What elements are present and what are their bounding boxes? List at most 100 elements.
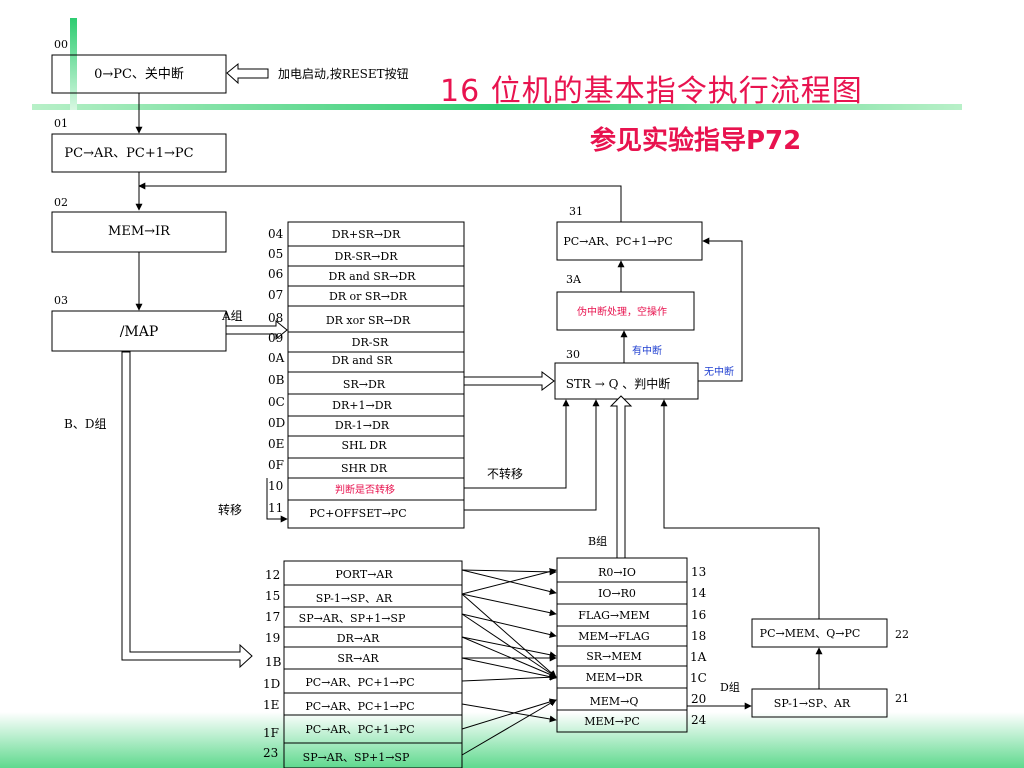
state-3a-label: 伪中断处理，空操作 xyxy=(577,305,667,318)
b-right-code: 20 xyxy=(691,692,706,706)
b-left-code: 19 xyxy=(265,631,280,645)
a-row-text: SHL DR xyxy=(341,439,387,452)
b-group-label: B组 xyxy=(588,534,607,548)
b-right-code: 18 xyxy=(691,629,706,643)
b-left-text: PORT→AR xyxy=(335,568,393,581)
a-row-code: 0A xyxy=(268,351,285,365)
state-22-label: PC→MEM、Q→PC xyxy=(760,627,861,640)
a-row-code: 11 xyxy=(268,501,283,515)
b-right-code: 1C xyxy=(690,671,707,685)
b-right-code: 1A xyxy=(690,650,707,664)
page-title: 16 位机的基本指令执行流程图 xyxy=(440,74,863,109)
b-left-code: 17 xyxy=(265,610,280,624)
bd-group-hollow-arrow xyxy=(121,351,253,669)
a-row-text: DR-SR xyxy=(352,336,389,349)
state-01-code: 01 xyxy=(54,117,68,130)
state-01-label: PC→AR、PC+1→PC xyxy=(64,146,193,161)
a-row-code: 0C xyxy=(268,395,285,409)
a-row-code: 06 xyxy=(268,267,283,281)
a-row-code: 08 xyxy=(268,311,283,325)
state-02-code: 02 xyxy=(54,196,68,209)
a-row-code: 05 xyxy=(268,247,283,261)
green-horizontal-rule xyxy=(32,104,962,110)
b-right-text: MEM→Q xyxy=(590,695,639,708)
reset-note: 加电启动,按RESET按钮 xyxy=(278,66,409,81)
a-row-text: DR and SR xyxy=(332,354,393,367)
a-row-text: DR xor SR→DR xyxy=(326,314,411,327)
d-group-label: D组 xyxy=(720,680,740,694)
b-left-code: 23 xyxy=(263,746,278,760)
b-right-code: 13 xyxy=(691,565,706,579)
jump-label: 转移 xyxy=(218,502,242,517)
b-to-30-hollow-arrow xyxy=(609,395,633,559)
b-left-text: PC→AR、PC+1→PC xyxy=(305,700,414,713)
b-left-code: 1D xyxy=(263,677,280,691)
has-interrupt-label: 有中断 xyxy=(632,344,662,357)
state-30-code: 30 xyxy=(566,348,580,361)
b-right-text: MEM→DR xyxy=(586,671,644,684)
a-row-code: 0B xyxy=(268,373,285,387)
a-row-text: SHR DR xyxy=(341,462,388,475)
b-right-text: IO→R0 xyxy=(598,587,636,600)
a-row-text: PC+OFFSET→PC xyxy=(309,507,406,520)
a-group-table xyxy=(287,221,465,529)
state-00-code: 00 xyxy=(54,38,68,51)
state-31-box xyxy=(556,221,703,261)
b-left-text: SP-1→SP、AR xyxy=(316,592,393,605)
state-3a-box xyxy=(556,291,695,331)
a-row-text: DR+SR→DR xyxy=(332,228,401,241)
b-group-left-table xyxy=(283,560,463,768)
b-left-code: 1E xyxy=(263,698,279,712)
state-3a-code: 3A xyxy=(566,273,582,286)
a-group-hollow-arrow xyxy=(225,319,288,341)
state-00-label: 0→PC、关中断 xyxy=(94,67,184,82)
b-left-code: 12 xyxy=(265,568,280,582)
b-left-text: SP→AR、SP+1→SP xyxy=(299,612,406,625)
a-to-30-hollow-arrow xyxy=(463,371,555,391)
b-right-text: MEM→PC xyxy=(584,715,640,728)
group-bd-label: B、D组 xyxy=(64,417,106,431)
a-row-text: DR and SR→DR xyxy=(329,270,417,283)
no-jump-label: 不转移 xyxy=(487,466,523,481)
reset-hollow-arrow xyxy=(226,62,269,85)
b-left-text: PC→AR、PC+1→PC xyxy=(305,723,414,736)
b-left-code: 1F xyxy=(263,726,279,740)
a-row-code: 0E xyxy=(268,437,284,451)
a-row-text-pink: 判断是否转移 xyxy=(335,483,395,496)
a-row-code: 0F xyxy=(268,458,284,472)
state-03-code: 03 xyxy=(54,294,68,307)
a-row-text: DR-SR→DR xyxy=(335,250,399,263)
a-row-text: DR+1→DR xyxy=(332,399,392,412)
green-vertical-rule xyxy=(70,18,77,110)
state-21-code: 21 xyxy=(895,692,909,705)
b-right-text: FLAG→MEM xyxy=(578,609,649,622)
b-right-code: 16 xyxy=(691,608,706,622)
b-right-code: 14 xyxy=(691,586,707,600)
b-right-text: R0→IO xyxy=(598,566,636,579)
a-row-code: 07 xyxy=(268,288,283,302)
state-02-label: MEM→IR xyxy=(108,224,171,239)
state-22-code: 22 xyxy=(895,628,909,641)
b-left-code: 1B xyxy=(265,655,282,669)
green-bottom-band xyxy=(0,712,1024,768)
a-row-code: 04 xyxy=(268,227,284,241)
state-30-label: STR → Q 、判中断 xyxy=(566,376,671,391)
no-interrupt-label: 无中断 xyxy=(704,365,734,378)
state-21-label: SP-1→SP、AR xyxy=(774,697,851,710)
b-right-text: SR→MEM xyxy=(586,650,642,663)
a-row-code: 0D xyxy=(268,416,285,430)
b-left-text: SR→AR xyxy=(337,652,379,665)
b-right-text: MEM→FLAG xyxy=(578,630,649,643)
a-row-code: 09 xyxy=(268,331,283,345)
a-row-text: DR or SR→DR xyxy=(329,290,408,303)
b-left-text: SP→AR、SP+1→SP xyxy=(303,751,410,764)
page-subtitle: 参见实验指导P72 xyxy=(590,126,802,156)
group-a-label: A组 xyxy=(221,309,243,323)
b-left-text: PC→AR、PC+1→PC xyxy=(305,676,414,689)
b-right-code: 24 xyxy=(691,713,707,727)
a-row-text: SR→DR xyxy=(343,378,386,391)
a-row-text: DR-1→DR xyxy=(335,419,390,432)
b-left-code: 15 xyxy=(265,589,280,603)
